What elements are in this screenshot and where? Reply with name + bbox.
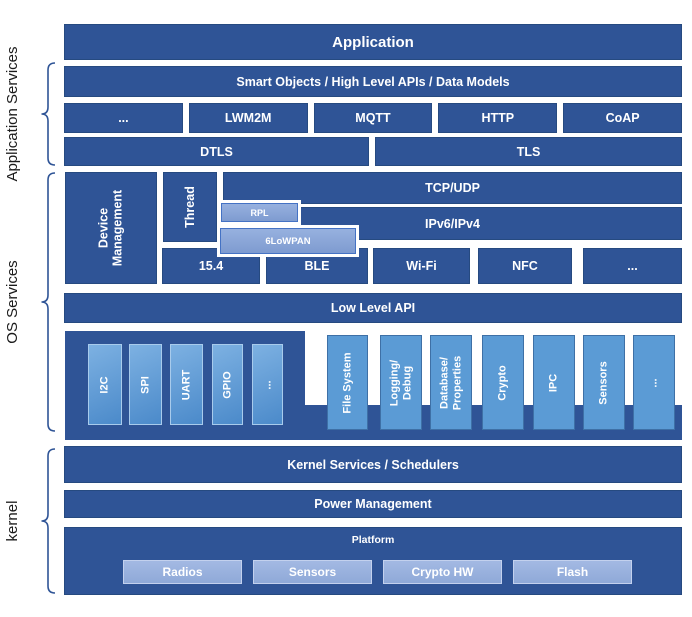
service-more-label: ... bbox=[647, 377, 660, 388]
platform-box-radios: Radios bbox=[123, 560, 242, 584]
peripheral-box-gpio: GPIO bbox=[212, 344, 243, 425]
sensors-label: Sensors bbox=[597, 360, 610, 405]
device-management-box: Device Management bbox=[65, 172, 157, 284]
i2c-label: I2C bbox=[98, 375, 111, 394]
protocol-box-lwm2m: LWM2M bbox=[188, 103, 308, 133]
spi-label: SPI bbox=[139, 375, 152, 394]
peripheral-box-spi: SPI bbox=[129, 344, 162, 425]
service-box-more: ... bbox=[633, 335, 675, 430]
database-properties-label: Database/ Properties bbox=[438, 355, 463, 410]
service-box-logging-debug: Logging/ Debug bbox=[380, 335, 422, 430]
protocol-box-http: HTTP bbox=[438, 103, 558, 133]
device-management-label: Device Management bbox=[96, 189, 125, 267]
brace-application-services bbox=[41, 62, 56, 166]
service-box-file-system: File System bbox=[327, 335, 368, 430]
platform-box-flash: Flash bbox=[513, 560, 632, 584]
thread-box: Thread bbox=[163, 172, 217, 242]
service-box-crypto: Crypto bbox=[482, 335, 524, 430]
radio-box-nfc: NFC bbox=[478, 248, 572, 284]
protocol-box-more: ... bbox=[64, 103, 183, 133]
dtls-box: DTLS bbox=[64, 137, 369, 166]
tcp-udp-box: TCP/UDP bbox=[223, 172, 682, 204]
services-band bbox=[65, 405, 682, 440]
protocol-row: ... LWM2M MQTT HTTP CoAP bbox=[64, 103, 682, 133]
rpl-box: RPL bbox=[221, 203, 298, 222]
gpio-label: GPIO bbox=[221, 370, 234, 399]
radio-box-154: 15.4 bbox=[162, 248, 260, 284]
service-box-ipc: IPC bbox=[533, 335, 575, 430]
service-box-database-properties: Database/ Properties bbox=[430, 335, 472, 430]
peripheral-box-i2c: I2C bbox=[88, 344, 122, 425]
ipc-label: IPC bbox=[547, 373, 560, 392]
peripheral-more-label: ... bbox=[261, 379, 274, 390]
radio-box-more: ... bbox=[583, 248, 682, 284]
side-label-os-services: OS Services bbox=[4, 260, 21, 344]
protocol-box-mqtt: MQTT bbox=[313, 103, 433, 133]
smart-objects-box: Smart Objects / High Level APIs / Data M… bbox=[64, 66, 682, 97]
peripheral-box-more: ... bbox=[252, 344, 283, 425]
service-box-sensors: Sensors bbox=[583, 335, 625, 430]
radio-box-ble: BLE bbox=[266, 248, 368, 284]
uart-label: UART bbox=[180, 369, 193, 400]
brace-kernel bbox=[41, 448, 56, 594]
radio-box-wifi: Wi-Fi bbox=[373, 248, 470, 284]
power-management-box: Power Management bbox=[64, 490, 682, 518]
platform-box-sensors: Sensors bbox=[253, 560, 372, 584]
crypto-label: Crypto bbox=[496, 364, 509, 401]
protocol-box-coap: CoAP bbox=[563, 103, 682, 133]
file-system-label: File System bbox=[341, 351, 354, 414]
logging-debug-label: Logging/ Debug bbox=[388, 359, 413, 406]
sixlowpan-box: 6LoWPAN bbox=[220, 228, 356, 254]
brace-os-services bbox=[41, 172, 56, 432]
tls-box: TLS bbox=[375, 137, 682, 166]
kernel-services-box: Kernel Services / Schedulers bbox=[64, 446, 682, 483]
application-box: Application bbox=[64, 24, 682, 60]
side-label-application-services: Application Services bbox=[4, 46, 21, 182]
platform-box-crypto-hw: Crypto HW bbox=[383, 560, 502, 584]
low-level-api-box: Low Level API bbox=[64, 293, 682, 323]
side-label-kernel: kernel bbox=[4, 500, 21, 542]
peripheral-box-uart: UART bbox=[170, 344, 203, 425]
thread-label: Thread bbox=[182, 186, 197, 228]
